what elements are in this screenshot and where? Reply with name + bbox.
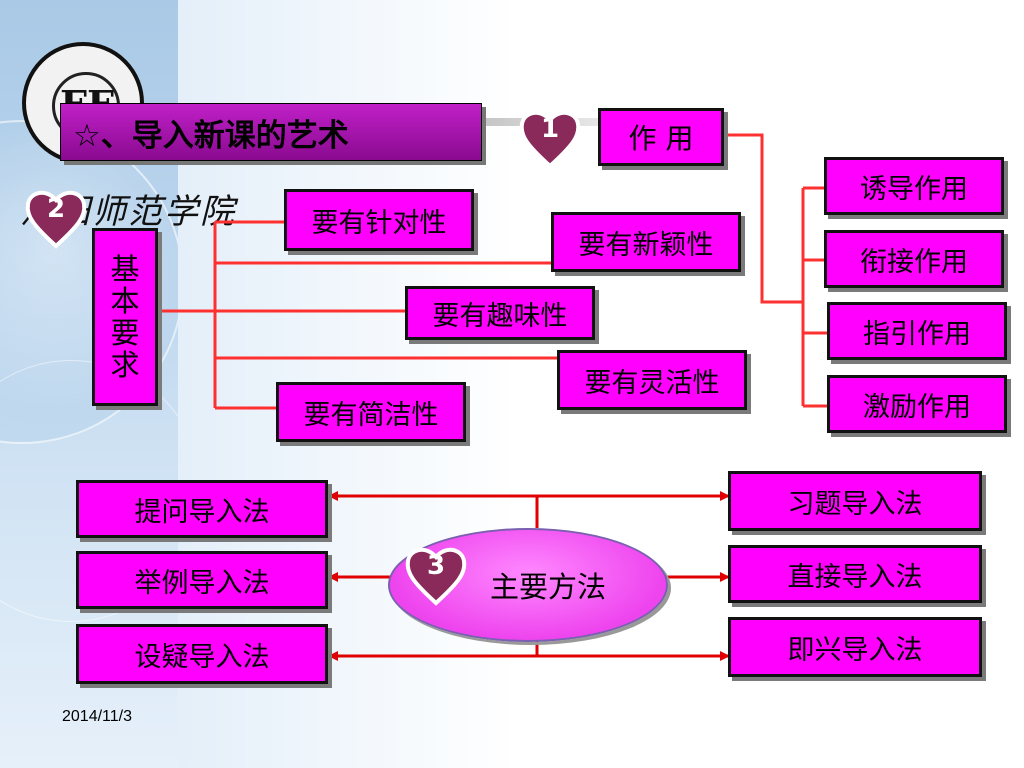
method-impromptu: 即兴导入法 xyxy=(728,617,982,677)
role-connectors xyxy=(723,133,829,408)
heart-icon xyxy=(405,547,467,606)
main-methods-label: 主要方法 xyxy=(489,570,606,604)
role-item-connect: 衔接作用 xyxy=(824,230,1004,288)
heart-number-2: 2 xyxy=(46,194,66,224)
slide-title: ☆、导入新课的艺术 xyxy=(60,103,482,161)
method-exercise: 习题导入法 xyxy=(728,471,982,531)
role-item-guide: 指引作用 xyxy=(827,302,1007,360)
requirement-targeted: 要有针对性 xyxy=(284,189,474,251)
method-connectors xyxy=(328,491,730,661)
requirement-connectors xyxy=(158,220,559,410)
heart-badge-2: 2 xyxy=(24,186,88,250)
role-item-motivate: 激励作用 xyxy=(827,375,1007,433)
requirements-char-2: 本 xyxy=(110,284,140,318)
heart-badge-1: 1 xyxy=(518,106,582,170)
role-item-induce: 诱导作用 xyxy=(824,157,1004,215)
heart-number-3: 3 xyxy=(426,551,446,581)
basic-requirements-box: 基 本 要 求 xyxy=(92,228,158,406)
requirement-flexible: 要有灵活性 xyxy=(557,350,747,410)
heart-number-1: 1 xyxy=(540,114,560,144)
method-example: 举例导入法 xyxy=(76,551,328,609)
requirement-concise: 要有简洁性 xyxy=(276,382,466,442)
requirement-interesting: 要有趣味性 xyxy=(405,286,595,340)
role-title-box: 作 用 xyxy=(598,108,724,166)
heart-badge-3: 3 xyxy=(404,543,468,607)
method-direct: 直接导入法 xyxy=(728,545,982,603)
requirements-char-3: 要 xyxy=(110,316,140,350)
method-questioning: 提问导入法 xyxy=(76,480,328,538)
method-doubt: 设疑导入法 xyxy=(76,624,328,684)
requirements-char-1: 基 xyxy=(110,252,140,286)
requirement-novel: 要有新颖性 xyxy=(551,212,741,272)
heart-icon xyxy=(519,110,581,169)
slide-date: 2014/11/3 xyxy=(62,708,132,725)
requirements-char-4: 求 xyxy=(110,348,140,382)
heart-icon xyxy=(25,190,87,249)
